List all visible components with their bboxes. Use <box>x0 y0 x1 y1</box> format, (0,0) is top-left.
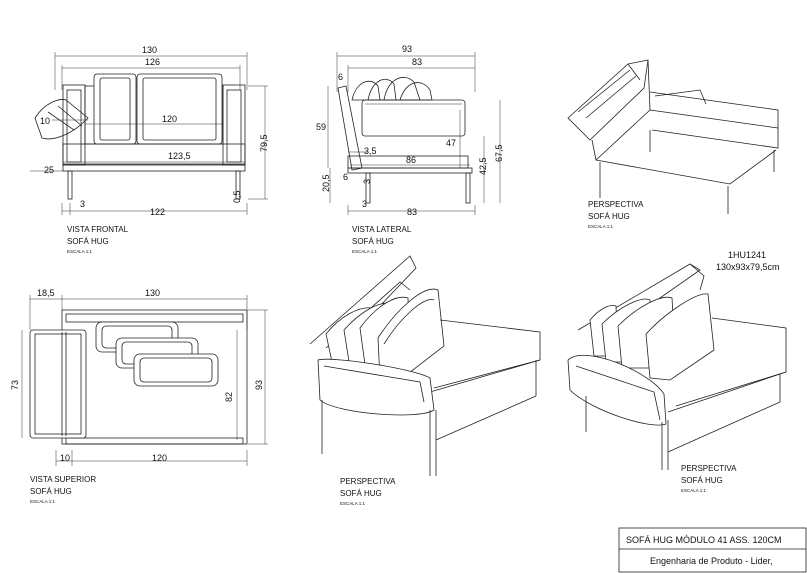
product-size: 130x93x79,5cm <box>716 262 780 272</box>
title-block: SOFÁ HUG MÓDULO 41 ASS. 120CM Engenharia… <box>618 527 807 573</box>
front-dim-width-inner: 126 <box>145 57 160 67</box>
side-dim-seat-depth: 86 <box>406 155 416 165</box>
title-block-department: Engenharia de Produto - Lider, <box>650 556 773 566</box>
front-view-scale: ESCALA 1:1 <box>67 249 93 254</box>
front-dim-base: 123,5 <box>168 151 191 161</box>
front-dim-leg-offset: 3 <box>80 199 85 209</box>
side-dim-frame: 6 <box>343 172 348 182</box>
side-view: 93 83 6 59 47 3,5 86 67,5 42,5 6 20 <box>316 44 504 217</box>
top-dim-arm: 10 <box>60 453 70 463</box>
side-dim-total-height: 67,5 <box>494 144 504 162</box>
front-dim-gap: 0,5 <box>232 190 242 203</box>
top-view-scale: ESCALA 1:1 <box>30 499 56 504</box>
product-code: 1HU1241 <box>728 250 766 260</box>
side-dim-leg-w: 3 <box>362 179 372 184</box>
side-dim-leg: 20,5 <box>321 174 331 192</box>
top-view: 18,5 130 73 82 93 10 120 <box>10 288 268 466</box>
title-block-title: SOFÁ HUG MÓDULO 41 ASS. 120CM <box>626 535 782 545</box>
side-dim-leg-offset: 3 <box>362 199 367 209</box>
side-dim-arm-height: 47 <box>446 138 456 148</box>
perspective-2-subtitle: SOFÁ HUG <box>340 489 382 498</box>
front-dim-arm: 10 <box>40 116 50 126</box>
side-dim-depth-inner: 83 <box>412 57 422 67</box>
top-dim-width: 130 <box>145 288 160 298</box>
perspective-2-title: PERSPECTIVA <box>340 477 396 486</box>
perspective-1-scale: ESCALA 1:1 <box>588 224 614 229</box>
front-dim-height: 79,5 <box>259 134 269 152</box>
top-view-title: VISTA SUPERIOR <box>30 475 96 484</box>
side-dim-arm-rest: 42,5 <box>478 157 488 175</box>
front-dim-leg-height: 25 <box>44 165 54 175</box>
front-dim-leg-span: 122 <box>150 207 165 217</box>
perspective-2-view <box>309 255 541 476</box>
perspective-1-view <box>567 59 779 214</box>
top-dim-seat: 120 <box>152 453 167 463</box>
top-dim-offset: 18,5 <box>37 288 55 298</box>
side-view-title: VISTA LATERAL <box>352 225 412 234</box>
perspective-3-subtitle: SOFÁ HUG <box>681 476 723 485</box>
top-view-subtitle: SOFÁ HUG <box>30 487 72 496</box>
perspective-3-title: PERSPECTIVA <box>681 464 737 473</box>
front-view-subtitle: SOFÁ HUG <box>67 237 109 246</box>
perspective-3-view <box>567 263 787 470</box>
perspective-1-subtitle: SOFÁ HUG <box>588 212 630 221</box>
side-dim-depth-total: 93 <box>402 44 412 54</box>
top-dim-depth: 93 <box>254 380 264 390</box>
front-view: 130 126 10 120 123,5 79, <box>30 45 269 217</box>
top-dim-left: 73 <box>10 380 20 390</box>
side-view-subtitle: SOFÁ HUG <box>352 237 394 246</box>
front-dim-width-total: 130 <box>142 45 157 55</box>
side-dim-back-height: 59 <box>316 122 326 132</box>
top-dim-inner-depth: 82 <box>224 392 234 402</box>
side-dim-leg-span: 83 <box>407 207 417 217</box>
side-dim-back-thick: 6 <box>338 72 343 82</box>
front-view-title: VISTA FRONTAL <box>67 225 129 234</box>
side-view-scale: ESCALA 1:1 <box>352 249 378 254</box>
perspective-3-scale: ESCALA 1:1 <box>681 488 707 493</box>
perspective-2-scale: ESCALA 1:1 <box>340 501 366 506</box>
front-dim-seat: 120 <box>162 114 177 124</box>
side-dim-seat-offset: 3,5 <box>364 146 377 156</box>
perspective-1-title: PERSPECTIVA <box>588 200 644 209</box>
